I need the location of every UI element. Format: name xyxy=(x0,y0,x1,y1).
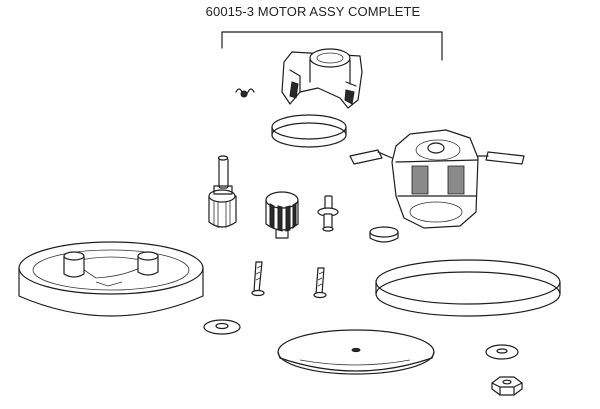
pin-collar-part xyxy=(317,195,339,232)
washer-right-part xyxy=(485,344,519,360)
spring-part xyxy=(235,88,255,98)
large-ring-part xyxy=(375,259,561,317)
bushing-part xyxy=(369,226,399,243)
screw-left-part xyxy=(251,261,265,297)
assembly-bracket xyxy=(221,31,443,61)
motor-stator-part xyxy=(349,129,525,229)
motor-housing-cap xyxy=(281,48,363,109)
washer-left-part xyxy=(203,319,241,335)
assembly-title: 60015-3 MOTOR ASSY COMPLETE xyxy=(205,4,421,19)
flat-disc-part xyxy=(277,329,435,375)
thin-ring-part xyxy=(271,114,347,148)
armature-part xyxy=(265,191,299,239)
gear-shaft-part xyxy=(208,155,237,228)
screw-right-part xyxy=(313,267,327,299)
base-bowl-part xyxy=(18,241,204,317)
hex-nut-part xyxy=(491,376,523,396)
